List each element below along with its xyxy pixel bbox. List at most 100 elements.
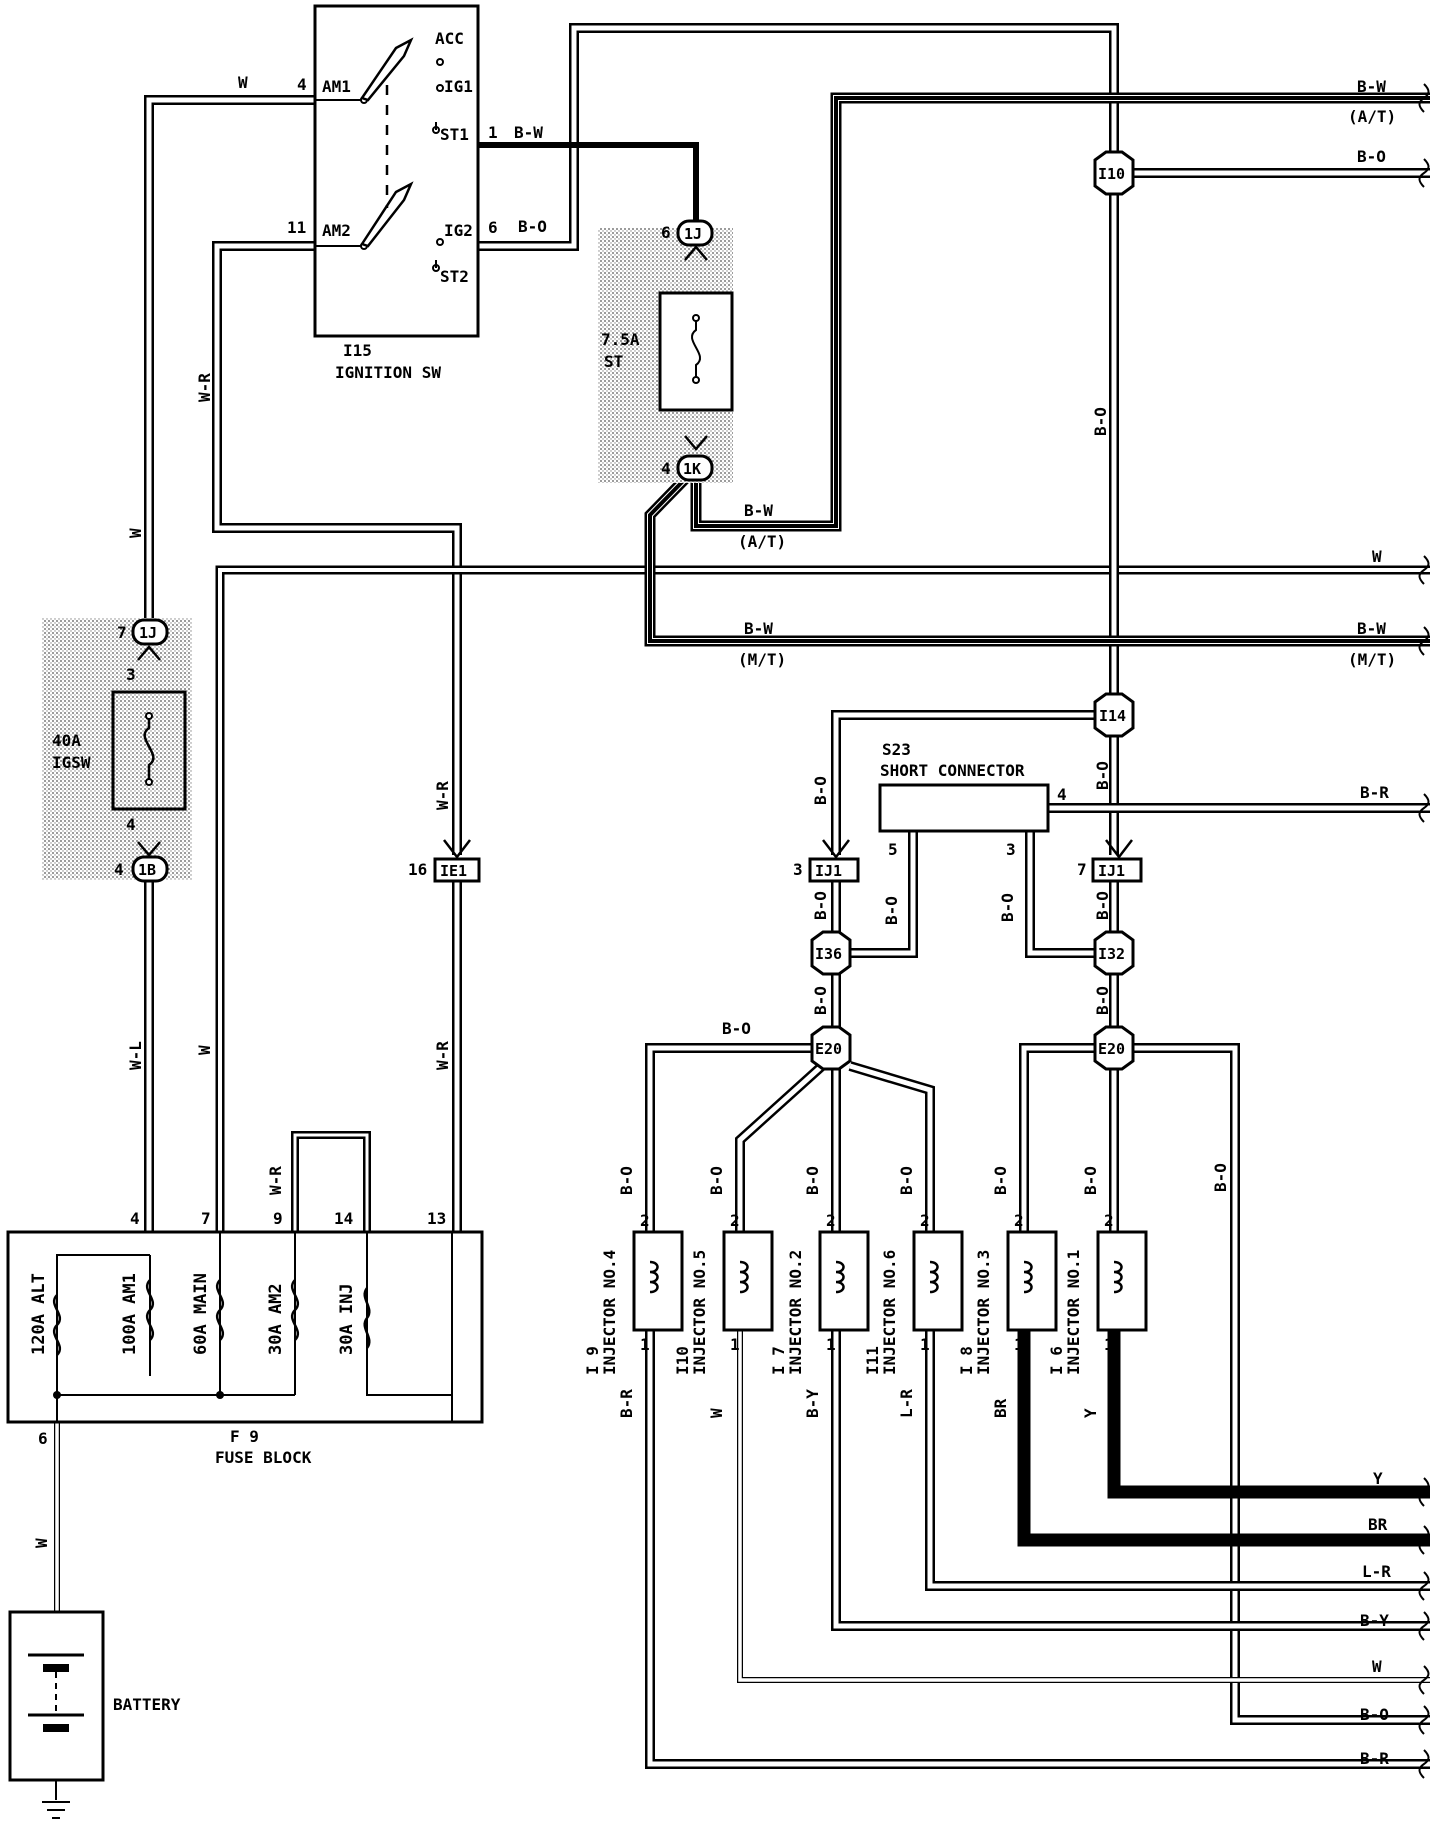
ig1-label: IG1 — [444, 77, 473, 96]
junction-i32 — [1093, 930, 1135, 976]
fuse-glyphs — [52, 1279, 371, 1356]
st-fuse-pin-bottom: 4 — [661, 459, 671, 478]
wire-break-mark — [1418, 626, 1430, 656]
wire-w-am1 — [144, 95, 315, 620]
connector-1j-top-label: 1J — [684, 225, 702, 243]
st-fuse-name: ST — [604, 352, 623, 371]
svg-text:I14: I14 — [1099, 707, 1126, 725]
rl-by: B-Y — [1360, 1611, 1389, 1630]
igsw-pin-3: 3 — [126, 665, 136, 684]
wl-bo-sc3: B-O — [998, 893, 1017, 922]
wl-bw-mt: B-W — [744, 619, 773, 638]
injector-pin-1: 1 — [1014, 1335, 1024, 1354]
injector-out-wire-label: L-R — [897, 1389, 916, 1418]
fuse-120a-alt: 120A ALT — [29, 1273, 49, 1355]
wire-bo-inj5 — [735, 1062, 826, 1232]
injector-pin-1: 1 — [730, 1335, 740, 1354]
wl-bo-sc5: B-O — [882, 896, 901, 925]
svg-text:I36: I36 — [815, 945, 842, 963]
fuse-30a-inj: 30A INJ — [337, 1283, 357, 1355]
wl-wr-vert1: W-R — [195, 373, 214, 402]
igsw-fuse-name: IGSW — [52, 753, 91, 772]
pin-ij1-left: 3 — [793, 860, 803, 879]
short-connector-name: SHORT CONNECTOR — [880, 761, 1025, 780]
rl-bo: B-O — [1357, 147, 1386, 166]
connector-1b — [131, 855, 169, 883]
injector-pin-2: 2 — [1014, 1211, 1024, 1230]
wires — [54, 23, 1430, 1779]
svg-text:IJ1: IJ1 — [815, 862, 842, 880]
wl-w-vert: W — [126, 528, 145, 538]
connector-1b-label: 1B — [138, 861, 156, 879]
injector-name: INJECTOR NO.1 — [1064, 1250, 1083, 1375]
injector-name: INJECTOR NO.3 — [974, 1250, 993, 1375]
wire-wr-am2 — [212, 241, 462, 855]
injector-pin-1: 1 — [640, 1335, 650, 1354]
igsw-pin-4: 4 — [126, 815, 136, 834]
fuse-block — [6, 1230, 484, 1424]
injector-pin-2: 2 — [920, 1211, 930, 1230]
fb-pin-4: 4 — [130, 1209, 140, 1228]
connector-1j-top — [676, 219, 714, 247]
st1-label: ST1 — [440, 125, 469, 144]
st2-label: ST2 — [440, 267, 469, 286]
igsw-pin-bottom: 4 — [114, 860, 124, 879]
injector-in-wire-label: B-O — [897, 1166, 916, 1195]
ignition-switch: ACC IG1 ST1 AM1 AM2 IG2 ST2 — [313, 4, 480, 338]
wire-break-mark — [1418, 1477, 1430, 1507]
svg-text:IE1: IE1 — [440, 862, 467, 880]
wire-break-mark — [1418, 793, 1430, 823]
wl-bo-i14: B-O — [1093, 761, 1112, 790]
injector-in-wire-label: B-O — [707, 1166, 726, 1195]
fuse-30a-am2: 30A AM2 — [266, 1283, 286, 1355]
wire-w-main — [215, 565, 1430, 1232]
wl-wl: W-L — [126, 1041, 145, 1070]
rl-y: Y — [1373, 1469, 1383, 1488]
st-fuse — [658, 291, 734, 412]
wl-bo-i32-top: B-O — [1093, 891, 1112, 920]
fb-pin-14: 14 — [334, 1209, 353, 1228]
injector-connector-id: I 7 — [769, 1346, 788, 1375]
injector-name: INJECTOR NO.6 — [880, 1250, 899, 1375]
pin-st1: 1 — [488, 123, 498, 142]
wire-break-mark — [1418, 555, 1430, 585]
wl-bo-ig2: B-O — [518, 217, 547, 236]
ig2-label: IG2 — [444, 221, 473, 240]
battery-label: BATTERY — [113, 1695, 181, 1714]
rl-br-bottom: B-R — [1360, 1749, 1389, 1768]
injector-pin-2: 2 — [1104, 1211, 1114, 1230]
injector-name: INJECTOR NO.4 — [600, 1250, 619, 1375]
wl-wr-ie1: W-R — [433, 781, 452, 810]
fuse-block-id: F 9 — [230, 1427, 259, 1446]
rl-at: (A/T) — [1348, 107, 1396, 126]
injector-connector-id: I10 — [673, 1346, 692, 1375]
svg-text:I10: I10 — [1098, 165, 1125, 183]
wire-lr-inj6 — [925, 1330, 1430, 1591]
fb-pin-7: 7 — [201, 1209, 211, 1228]
junction-e20-left — [810, 1025, 852, 1071]
fuse-100a-am1: 100A AM1 — [120, 1273, 140, 1355]
wire-by-inj2 — [831, 1330, 1430, 1631]
rl-w: W — [1372, 547, 1382, 566]
injector-in-wire-label: B-O — [617, 1166, 636, 1195]
svg-text:I32: I32 — [1098, 945, 1125, 963]
ignition-switch-id: I15 — [343, 341, 372, 360]
wire-bo-inj4 — [645, 1043, 812, 1232]
wl-wr-ie1-low: W-R — [433, 1041, 452, 1070]
injector-pin-2: 2 — [730, 1211, 740, 1230]
junction-i10 — [1093, 150, 1135, 196]
wl-at: (A/T) — [738, 532, 786, 551]
injector-in-wire-label: B-O — [1081, 1166, 1100, 1195]
wl-bo-ij1-left: B-O — [811, 776, 830, 805]
pin-ie1: 16 — [408, 860, 427, 879]
wl-wr-fb9: W-R — [266, 1166, 285, 1195]
wire-break-mark — [1418, 1525, 1430, 1555]
injector-out-wire-label: W — [707, 1408, 726, 1418]
svg-text:E20: E20 — [815, 1040, 842, 1058]
wl-bw-at: B-W — [744, 501, 773, 520]
